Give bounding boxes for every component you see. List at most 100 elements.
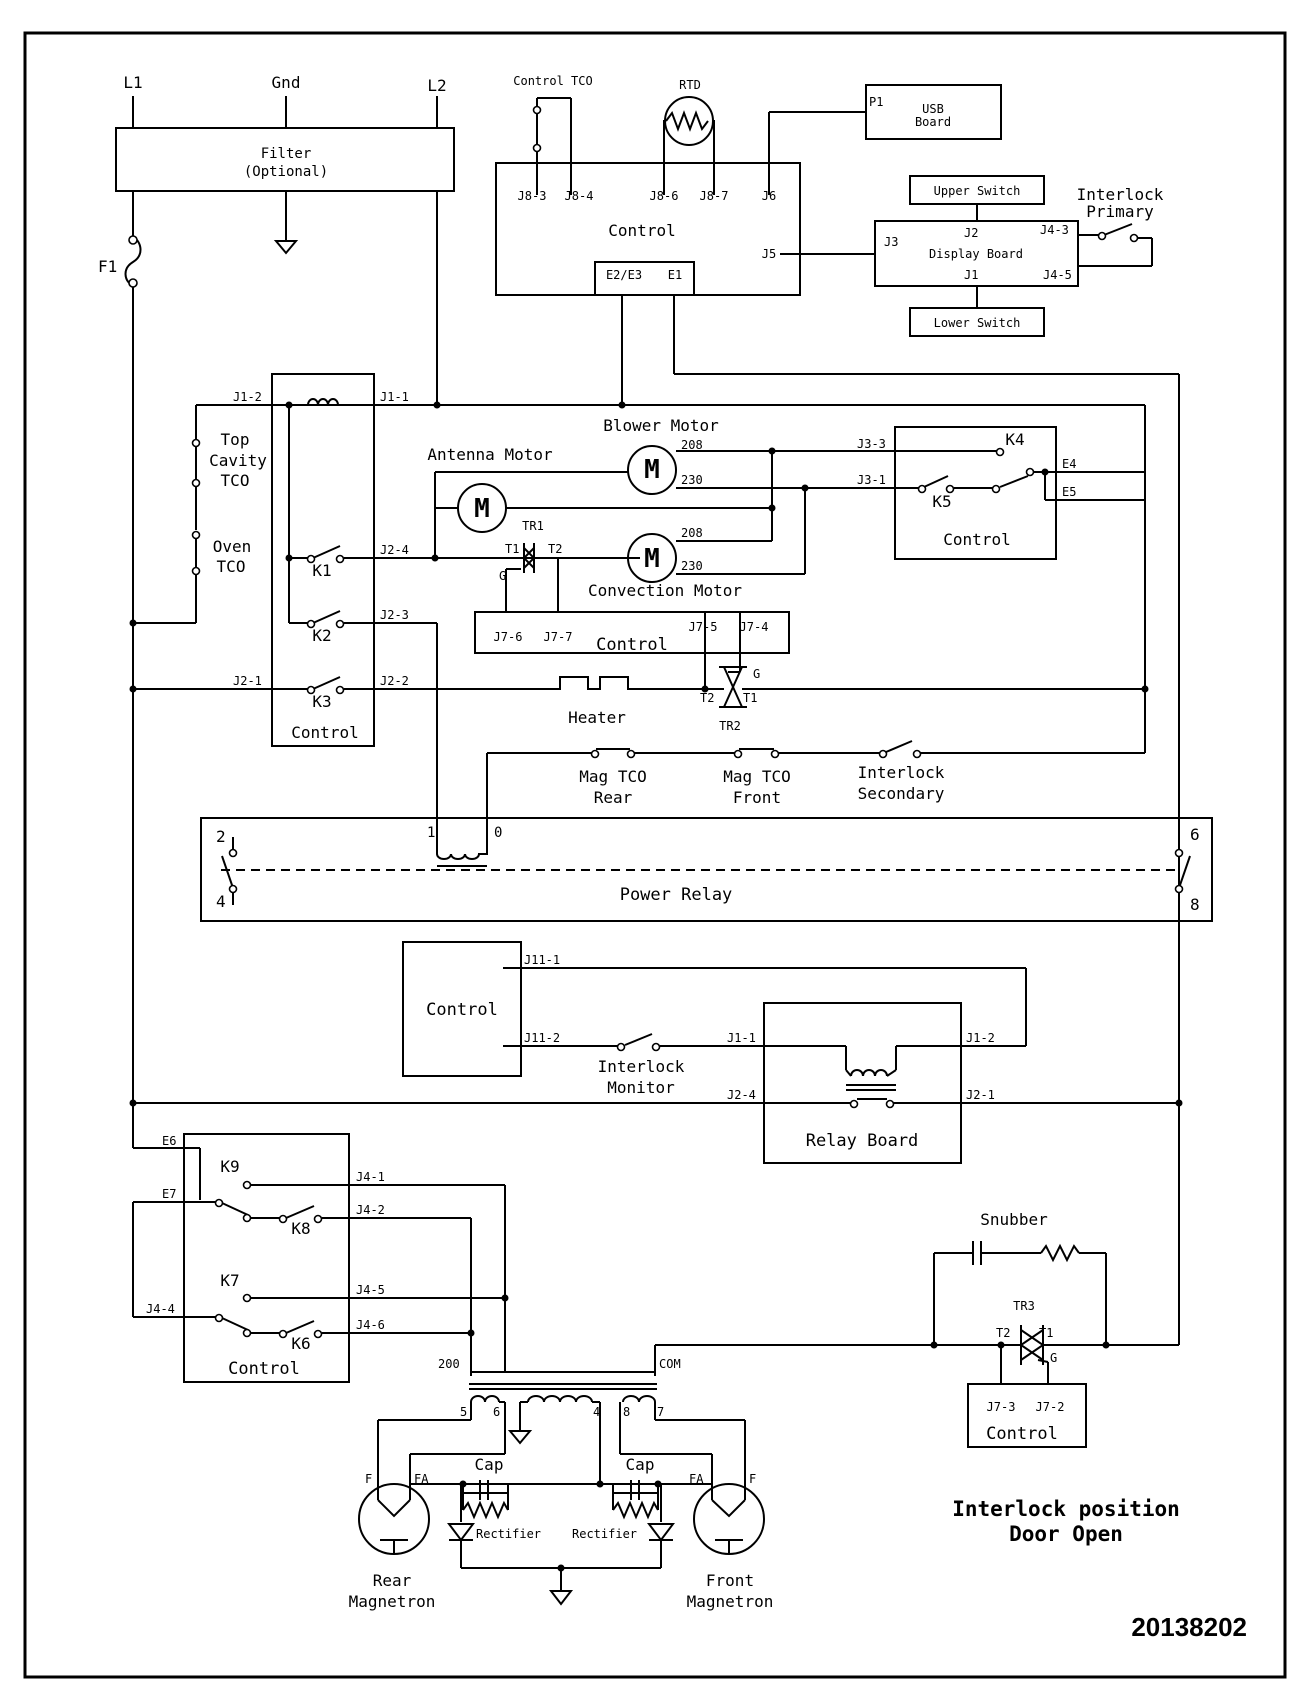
label-front-f: F (749, 1472, 756, 1486)
label-upper-switch: Upper Switch (934, 184, 1021, 198)
left-control-label: Control (426, 1000, 498, 1020)
label-tr1-t2: T2 (548, 542, 562, 556)
label-k1: K1 (312, 561, 331, 580)
label-l1: L1 (123, 73, 142, 92)
label-j7-4: J7-4 (740, 620, 769, 634)
motors-section (434, 450, 895, 575)
label-cavity: Cavity (209, 451, 267, 470)
label-pr-2: 2 (216, 827, 226, 846)
label-lower-switch: Lower Switch (934, 316, 1021, 330)
label-interlock-monitor-2: Monitor (607, 1078, 675, 1097)
label-oven: Oven (213, 537, 252, 556)
label-tap-4: 4 (593, 1405, 600, 1419)
label-rear-magnetron-2: Magnetron (349, 1592, 436, 1611)
label-rectifier-front: Rectifier (572, 1527, 637, 1541)
relay-board-box (763, 1002, 962, 1164)
label-j5: J5 (762, 247, 776, 261)
display-board-section (874, 175, 1153, 337)
label-pr-0: 0 (494, 825, 502, 841)
junction-dots (129, 401, 1183, 1572)
label-j2-2: J2-2 (380, 674, 409, 688)
top-control-label: Control (608, 221, 675, 240)
label-pr-6: 6 (1190, 825, 1200, 844)
label-top-tco: TCO (221, 471, 250, 490)
k6-k9-control-box (183, 1133, 350, 1383)
k-relay-control-box (271, 373, 375, 747)
label-mag-tco-front-1: Mag TCO (723, 767, 790, 786)
label-convection-motor: Convection Motor (588, 581, 742, 600)
k-relay-coil (307, 398, 339, 406)
label-interlock-monitor-1: Interlock (598, 1057, 685, 1076)
triac-tr3 (1019, 1325, 1045, 1365)
label-k5: K5 (932, 492, 951, 511)
label-k2: K2 (312, 626, 331, 645)
label-pr-1: 1 (427, 825, 435, 841)
label-tr2-t2: T2 (700, 691, 714, 705)
label-k8: K8 (291, 1219, 310, 1238)
label-j7-2: J7-2 (1036, 1400, 1065, 1414)
label-antenna-motor: Antenna Motor (427, 445, 553, 464)
label-j2: J2 (964, 226, 978, 240)
label-tap-7: 7 (657, 1405, 664, 1419)
label-e7: E7 (162, 1187, 176, 1201)
power-relay-box (200, 817, 1213, 922)
rear-bleeder-resistor (462, 1500, 509, 1520)
label-p1: P1 (869, 95, 883, 109)
label-j7-5: J7-5 (689, 620, 718, 634)
k6-k9-control-section (132, 1133, 506, 1383)
label-tap-8: 8 (623, 1405, 630, 1419)
heater-element (553, 676, 640, 690)
label-cap-rear: Cap (475, 1455, 504, 1474)
label-k4: K4 (1005, 430, 1024, 449)
note-door-open: Door Open (1009, 1522, 1123, 1546)
power-input-section: Filter (Optional) (115, 96, 455, 1148)
label-top: Top (221, 430, 250, 449)
filter-label: Filter (261, 146, 312, 162)
tr3-control-label: Control (986, 1424, 1058, 1444)
transformer-secondary-right (622, 1395, 656, 1403)
label-e1: E1 (668, 268, 682, 282)
front-bleeder-resistor (612, 1500, 659, 1520)
label-f1: F1 (98, 257, 117, 276)
label-j7-7: J7-7 (544, 630, 573, 644)
label-snubber: Snubber (980, 1210, 1048, 1229)
label-rtd: RTD (679, 78, 701, 92)
label-tr3: TR3 (1013, 1299, 1035, 1313)
label-e4: E4 (1062, 457, 1076, 471)
rear-rectifier-diode (447, 1523, 475, 1542)
label-rear-fa: FA (414, 1472, 429, 1486)
label-tr1-t1: T1 (505, 542, 519, 556)
label-j8-4: J8-4 (565, 189, 594, 203)
label-tr1: TR1 (522, 519, 544, 533)
label-tr2-t1: T1 (743, 691, 757, 705)
label-j3-3: J3-3 (857, 437, 886, 451)
label-tap-5: 5 (460, 1405, 467, 1419)
safety-chain-section (486, 740, 1145, 844)
power-relay-coil (436, 844, 488, 860)
label-tr3-t2: T2 (996, 1326, 1010, 1340)
label-pr-4: 4 (216, 892, 226, 911)
label-j4-1: J4-1 (356, 1170, 385, 1184)
k6-k9-control-label: Control (228, 1359, 300, 1379)
blower-motor-m: M (644, 455, 660, 485)
label-gnd: Gnd (272, 73, 301, 92)
label-interlock-primary-2: Primary (1086, 202, 1154, 221)
rtd-sensor (664, 96, 714, 146)
label-l2: L2 (427, 76, 446, 95)
label-j7-3: J7-3 (987, 1400, 1016, 1414)
k4-k5-control-section (894, 426, 1145, 560)
label-j2-4b: J2-4 (727, 1088, 756, 1102)
label-j2-3: J2-3 (380, 608, 409, 622)
top-control-section (495, 84, 1180, 1345)
label-control-tco: Control TCO (513, 74, 592, 88)
label-k6: K6 (291, 1334, 310, 1353)
label-e5: E5 (1062, 485, 1076, 499)
middle-control-box (474, 611, 790, 654)
label-j1-1b: J1-1 (727, 1031, 756, 1045)
label-front-magnetron-1: Front (706, 1571, 754, 1590)
label-blower-motor: Blower Motor (603, 416, 719, 435)
label-j3: J3 (884, 235, 898, 249)
label-j4-2: J4-2 (356, 1203, 385, 1217)
label-interlock-secondary-2: Secondary (858, 784, 945, 803)
